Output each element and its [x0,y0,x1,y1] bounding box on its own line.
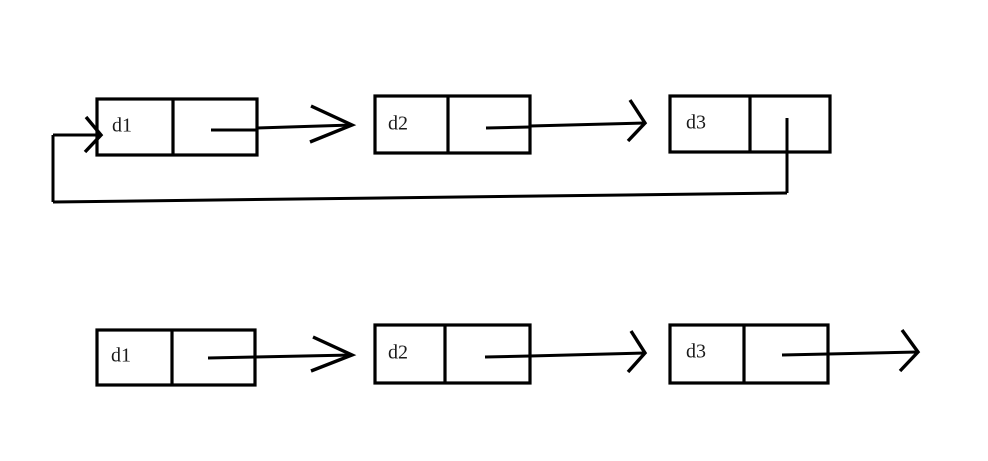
row2-link-d2-to-d3-line [529,351,646,358]
row1-node-d1[interactable]: d1 [95,97,259,157]
row2-node-d1-pointer-stub [207,355,256,360]
row1-node-d3[interactable]: d3 [668,94,832,154]
row2-link-d3-dangling-line [827,350,919,356]
row2-node-d2[interactable]: d2 [373,323,532,385]
row1-node-d2-label: d2 [388,113,408,135]
row2-node-d3[interactable]: d3 [668,323,830,385]
row2-link-d3-dangling [827,329,921,373]
row1-node-d1-box [95,97,259,157]
row1-link-d1-to-d2 [256,104,357,144]
row2-node-d2-box [373,323,532,385]
row2-node-d2-label: d2 [388,342,408,364]
row2-node-d1[interactable]: d1 [95,328,257,387]
row1-link-d3-to-d1-wraparound [51,115,789,204]
row2-node-d3-pointer-stub [781,352,829,357]
row1-link-d2-to-d3-arrowhead [626,99,648,143]
row2-link-d2-to-d3-arrowhead [626,330,648,374]
row1-wraparound-arrowhead [83,115,104,154]
row1-node-d2[interactable]: d2 [373,94,532,155]
row1-link-d2-to-d3 [529,99,648,143]
row1-link-d1-to-d2-line [256,123,353,130]
row2-node-d3-label: d3 [686,341,706,363]
row2-link-d1-to-d2-arrowhead [310,335,357,373]
row2-node-d2-pointer-stub [484,354,531,359]
row2-link-d1-to-d2 [254,335,357,373]
row1-wraparound-horizontal-bottom [52,191,788,204]
row2-link-d3-dangling-arrowhead [898,329,921,373]
row1-link-d2-to-d3-line [529,121,646,128]
row2-link-d1-to-d2-line [254,353,353,359]
row1-node-d2-pointer-stub [485,125,531,130]
row1-link-d1-to-d2-arrowhead [309,104,357,144]
row2-node-d1-label: d1 [111,345,131,367]
row2-link-d2-to-d3 [529,330,648,374]
row1-node-d1-label: d1 [112,115,132,137]
row1-node-d3-label: d3 [686,112,706,134]
row1-node-d2-box [373,94,532,155]
